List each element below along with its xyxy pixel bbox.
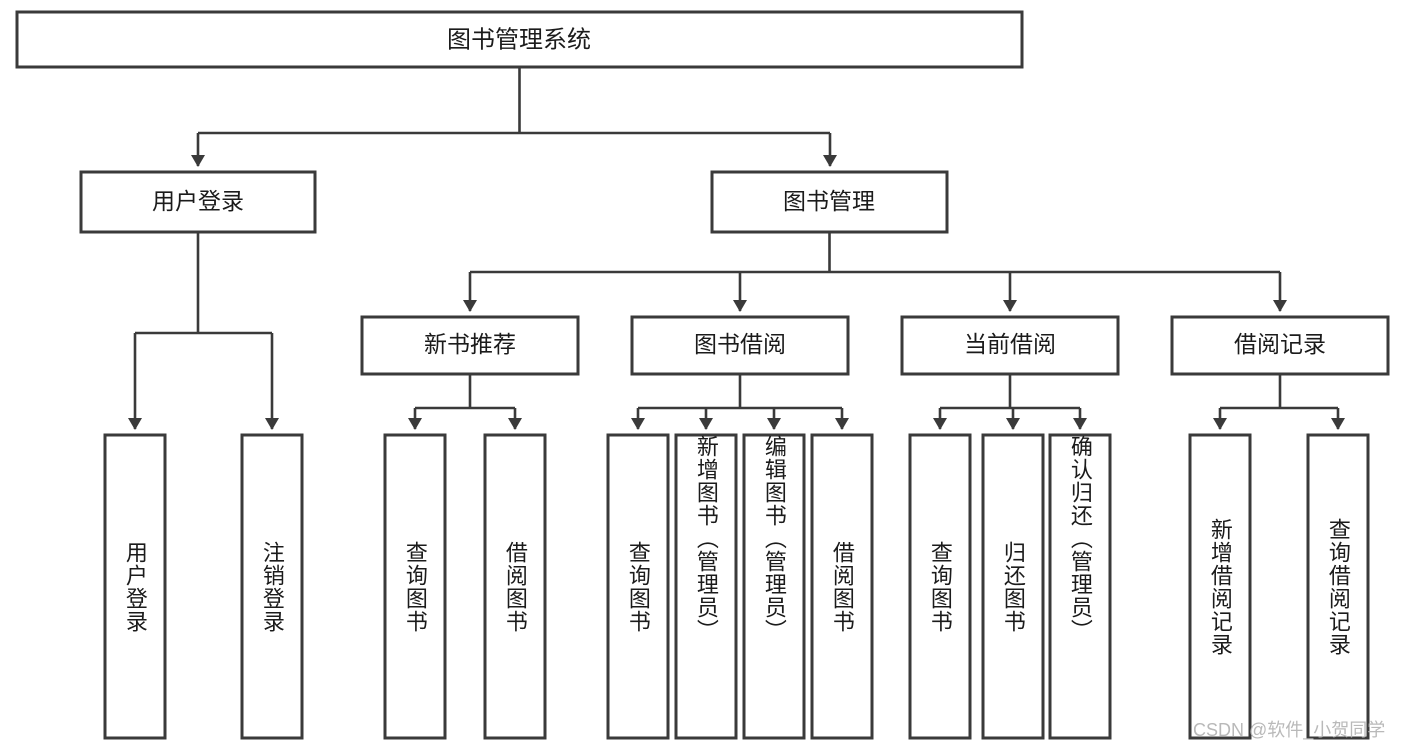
connector-group-current-borrow (933, 374, 1087, 430)
node-book-manage-box[interactable] (710, 170, 949, 234)
connector-group-user-login (128, 232, 279, 430)
connector-group-borrow-record (1213, 374, 1345, 430)
node-borrow-record[interactable]: 借阅记录 (1170, 315, 1390, 376)
connector-group-book-borrow (631, 374, 849, 430)
node-leaf-query-borrow-record-box[interactable] (1306, 433, 1370, 740)
node-borrow-record-box[interactable] (1170, 315, 1390, 376)
node-user-login-label: 用户登录 (152, 188, 244, 214)
node-book-borrow-label: 图书借阅 (694, 331, 786, 357)
node-leaf-query-book-2-box[interactable] (606, 433, 670, 740)
node-borrow-record-label: 借阅记录 (1234, 331, 1326, 357)
node-leaf-edit-book-admin-box[interactable] (742, 433, 806, 740)
node-current-borrow[interactable]: 当前借阅 (900, 315, 1120, 376)
node-new-book-recommend-box[interactable] (360, 315, 580, 376)
node-leaf-confirm-return-admin-box[interactable] (1048, 433, 1112, 740)
node-user-login-box[interactable] (79, 170, 317, 234)
connector-group-book-manage (463, 232, 1287, 312)
node-root-system[interactable]: 图书管理系统 (15, 10, 1024, 69)
node-root-system-box[interactable] (15, 10, 1024, 69)
connector-group-root (191, 67, 837, 167)
node-book-borrow[interactable]: 图书借阅 (630, 315, 850, 376)
node-leaf-borrow-book-1-box[interactable] (483, 433, 547, 740)
connector-group-new-book-recommend (408, 374, 522, 430)
node-book-borrow-box[interactable] (630, 315, 850, 376)
node-leaf-user-login-box[interactable] (103, 433, 167, 740)
node-current-borrow-label: 当前借阅 (964, 331, 1056, 357)
node-user-login[interactable]: 用户登录 (79, 170, 317, 234)
node-current-borrow-box[interactable] (900, 315, 1120, 376)
node-leaf-add-borrow-record-box[interactable] (1188, 433, 1252, 740)
node-new-book-recommend[interactable]: 新书推荐 (360, 315, 580, 376)
node-root-system-label: 图书管理系统 (447, 26, 591, 53)
node-leaf-logout-box[interactable] (240, 433, 304, 740)
node-leaf-borrow-book-2-box[interactable] (810, 433, 874, 740)
node-book-manage[interactable]: 图书管理 (710, 170, 949, 234)
node-leaf-query-book-3-box[interactable] (908, 433, 972, 740)
node-new-book-recommend-label: 新书推荐 (424, 331, 516, 357)
node-leaf-return-book-box[interactable] (981, 433, 1045, 740)
node-book-manage-label: 图书管理 (783, 188, 875, 214)
node-leaf-add-book-admin-box[interactable] (674, 433, 738, 740)
node-leaf-query-book-1-box[interactable] (383, 433, 447, 740)
